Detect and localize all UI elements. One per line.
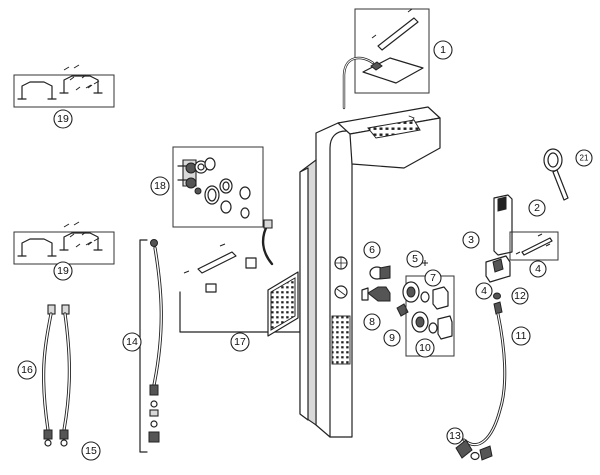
svg-text:19: 19 [57, 113, 69, 125]
svg-text:9: 9 [389, 332, 395, 344]
callout-10: 10 [415, 338, 435, 358]
svg-text:2: 2 [534, 202, 540, 214]
callout-12: 12 [511, 287, 529, 305]
svg-text:7: 7 [430, 272, 436, 284]
svg-text:15: 15 [85, 445, 97, 457]
callout-11: 11 [511, 326, 531, 346]
callout-8: 8 [363, 313, 381, 331]
callout-2: 2 [528, 199, 546, 217]
svg-text:13: 13 [449, 430, 461, 442]
svg-text:16: 16 [21, 364, 33, 376]
callout-6: 6 [363, 241, 381, 259]
svg-text:4: 4 [535, 263, 541, 275]
callout-7: 7 [424, 269, 442, 287]
svg-text:4: 4 [481, 285, 487, 297]
valve-components-kit [172, 146, 264, 228]
svg-text:19: 19 [57, 265, 69, 277]
svg-text:18: 18 [154, 180, 166, 192]
svg-text:10: 10 [419, 342, 431, 354]
hand-shower-head [543, 148, 569, 201]
callout-4-holder: 4 [475, 282, 493, 300]
callout-9: 9 [383, 329, 401, 347]
callout-5: 5 [406, 250, 424, 268]
rain-shower-head [337, 106, 441, 169]
callout-15: 15 [81, 441, 101, 461]
svg-text:1: 1 [440, 44, 446, 56]
svg-text:17: 17 [234, 336, 246, 348]
shower-panel-column [299, 122, 353, 438]
control-handles [402, 260, 455, 357]
callout-19-upper: 19 [53, 109, 73, 129]
callout-21: 21 [575, 149, 593, 167]
callout-19-lower: 19 [53, 261, 73, 281]
svg-text:3: 3 [468, 234, 474, 246]
svg-text:5: 5 [412, 253, 418, 265]
svg-text:14: 14 [126, 336, 138, 348]
svg-text:11: 11 [516, 330, 527, 342]
callout-1: 1 [433, 40, 453, 60]
wall-bracket-set-lower [13, 221, 115, 265]
callout-16: 16 [17, 360, 37, 380]
svg-text:21: 21 [580, 154, 589, 163]
diverter-parts [361, 265, 409, 317]
callout-17: 17 [230, 332, 250, 352]
svg-text:6: 6 [369, 244, 375, 256]
callout-13: 13 [446, 427, 464, 445]
overhead-shower-head-kit [342, 8, 430, 110]
hand-shower-holder [485, 194, 559, 283]
svg-text:12: 12 [514, 290, 526, 302]
flexible-hoses [42, 304, 71, 447]
wall-bracket-set-upper [13, 64, 115, 108]
callout-4-bracket: 4 [529, 260, 547, 278]
svg-text:8: 8 [369, 316, 375, 328]
side-jet-assembly [179, 219, 301, 337]
callout-18: 18 [150, 176, 170, 196]
long-hose-group [139, 239, 163, 453]
callout-3: 3 [462, 231, 480, 249]
hand-shower-hose [455, 292, 507, 461]
callout-14: 14 [122, 332, 142, 352]
